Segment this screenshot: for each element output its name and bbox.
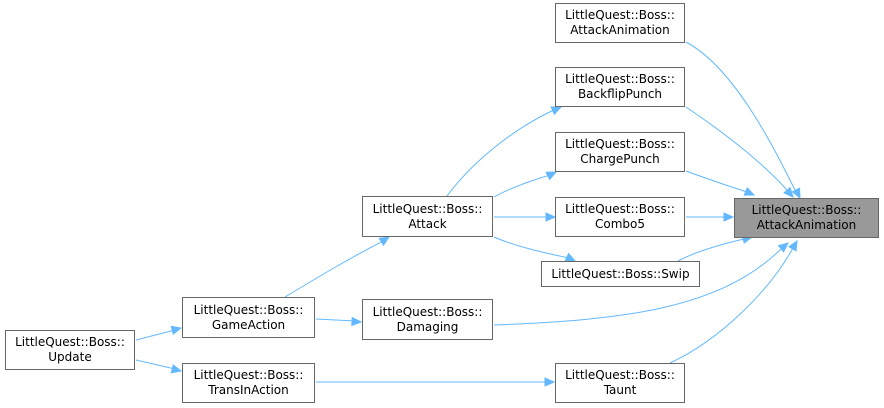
edge-line [677,238,745,262]
edge-update-to-trans-in-action [135,359,183,374]
node-game-action[interactable]: LittleQuest::Boss:: GameAction [182,297,315,338]
node-charge-punch-line2: ChargePunch [580,152,660,166]
arrowhead-icon [550,106,563,116]
node-damaging[interactable]: LittleQuest::Boss:: Damaging [362,299,493,340]
arrowhead-icon [170,364,183,374]
edge-line [446,108,557,197]
node-backflip-punch-line2: BackflipPunch [577,87,663,101]
arrowhead-icon [544,377,556,387]
node-damaging-line2: Damaging [396,319,459,334]
edge-attack-to-swip [493,236,577,262]
node-game-action-line1: LittleQuest::Boss:: [193,302,304,317]
edge-line [685,106,788,191]
edge-line [685,170,748,193]
edge-attack-animation-top-to-attack-animation-main [685,41,801,200]
edge-game-action-to-damaging [315,316,363,327]
node-attack-line2: Attack [408,216,447,231]
arrowhead-icon [378,236,391,247]
node-attack-line1: LittleQuest::Boss:: [372,201,483,216]
edge-line [669,247,794,364]
node-attack[interactable]: LittleQuest::Boss:: Attack [362,196,493,237]
node-taunt[interactable]: LittleQuest::Boss:: Taunt [555,363,685,403]
node-attack-animation-main-line1: LittleQuest::Boss:: [751,203,862,217]
arrowhead-icon [783,186,794,198]
node-trans-in-action[interactable]: LittleQuest::Boss:: TransInAction [182,363,315,403]
arrowhead-icon [743,186,756,196]
node-backflip-punch[interactable]: LittleQuest::Boss:: BackflipPunch [555,67,685,107]
node-taunt-line2: Taunt [603,383,637,397]
arrowhead-icon [351,316,363,327]
edge-line [493,247,783,326]
node-update-line1: LittleQuest::Boss:: [15,335,125,349]
node-attack-animation-main-line2: AttackAnimation [756,218,857,232]
arrowhead-icon [545,171,558,181]
arrowhead-icon [170,325,183,335]
node-attack-animation-top-line1: LittleQuest::Boss:: [565,8,675,22]
node-attack-animation-main[interactable]: LittleQuest::Boss:: AttackAnimation [734,198,879,238]
arrowhead-icon [545,212,557,222]
edge-attack-to-backflip-punch [446,106,563,197]
arrowhead-icon [723,212,735,222]
edge-update-to-game-action [135,325,183,341]
node-update[interactable]: LittleQuest::Boss:: Update [5,330,135,370]
node-trans-in-action-line1: LittleQuest::Boss:: [193,368,304,382]
arrowhead-icon [788,239,798,252]
node-combo5-line2: Combo5 [594,217,645,231]
node-combo5[interactable]: LittleQuest::Boss:: Combo5 [555,197,685,237]
edge-line [493,236,570,259]
edge-line [685,41,797,193]
edge-attack-to-charge-punch [493,171,558,198]
edge-swip-to-attack-animation-main [677,234,754,262]
node-backflip-punch-line1: LittleQuest::Boss:: [565,72,675,86]
edge-charge-punch-to-attack-animation-main [685,170,756,196]
arrowhead-icon [564,252,577,262]
node-update-line2: Update [48,350,92,364]
node-damaging-line1: LittleQuest::Boss:: [372,304,483,319]
edge-damaging-to-attack-animation-main [493,242,789,326]
edge-line [135,359,176,370]
node-trans-in-action-line2: TransInAction [208,383,289,397]
edge-trans-in-action-to-taunt [316,377,556,387]
node-swip[interactable]: LittleQuest::Boss::Swip [541,261,700,287]
node-game-action-line2: GameAction [211,317,286,332]
arrowhead-icon [777,242,789,253]
arrowhead-icon [791,187,801,200]
node-charge-punch[interactable]: LittleQuest::Boss:: ChargePunch [555,132,685,172]
node-attack-animation-top-line2: AttackAnimation [570,23,670,37]
node-attack-animation-top[interactable]: LittleQuest::Boss:: AttackAnimation [555,3,685,43]
edge-game-action-to-attack [284,236,391,298]
node-charge-punch-line1: LittleQuest::Boss:: [565,137,675,151]
edge-line [284,240,384,298]
node-taunt-line1: LittleQuest::Boss:: [565,368,675,382]
edge-taunt-to-attack-animation-main [669,239,798,364]
edge-backflip-punch-to-attack-animation-main [685,106,794,198]
edge-attack-to-combo5 [494,212,557,222]
edge-line [315,318,356,322]
edge-line [135,329,176,341]
edge-combo5-to-attack-animation-main [686,212,735,222]
edge-line [493,174,551,198]
node-swip-line1: LittleQuest::Boss::Swip [551,266,690,281]
node-combo5-line1: LittleQuest::Boss:: [565,202,675,216]
